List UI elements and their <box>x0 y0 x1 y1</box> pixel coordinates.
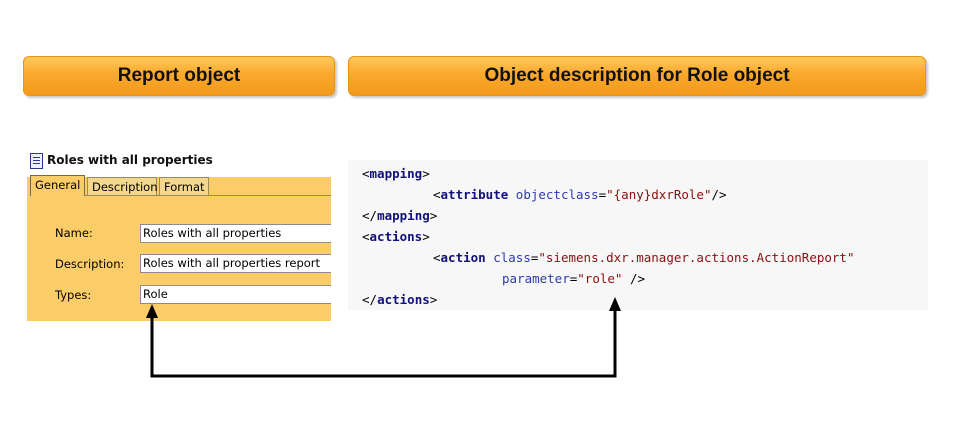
code-token: > <box>422 229 430 244</box>
tab-general[interactable]: General <box>30 175 85 196</box>
code-token: > <box>422 166 430 181</box>
code-line-2: <attribute objectclass="{any}dxrRole"/> <box>433 187 727 202</box>
code-token: actions <box>369 229 423 244</box>
report-object-panel: Roles with all properties General Descri… <box>27 148 331 321</box>
report-object-banner: Report object <box>23 56 335 96</box>
panel-titlebar: Roles with all properties <box>27 148 331 177</box>
description-label: Description: <box>55 257 125 271</box>
code-token: = <box>598 187 607 202</box>
code-token: < <box>433 250 441 265</box>
code-token: /> <box>711 187 727 202</box>
description-field[interactable]: Roles with all properties report <box>140 254 331 273</box>
code-line-7: </actions> <box>362 292 437 307</box>
code-token: "siemens.dxr.manager.actions.ActionRepor… <box>538 250 855 265</box>
code-token: /> <box>629 271 646 286</box>
connector-line <box>150 309 617 378</box>
code-line-1: <mapping> <box>362 166 430 181</box>
code-token: < <box>362 166 370 181</box>
code-line-4: <actions> <box>362 229 430 244</box>
code-token: class <box>493 250 531 265</box>
code-line-3: </mapping> <box>362 208 437 223</box>
code-token: = <box>569 271 578 286</box>
types-label: Types: <box>55 288 92 302</box>
code-token: > <box>429 292 438 307</box>
tab-format[interactable]: Format <box>159 177 209 195</box>
code-token: = <box>530 250 539 265</box>
code-token: action <box>440 250 486 265</box>
object-description-banner: Object description for Role object <box>348 56 926 96</box>
tab-divider <box>85 195 331 196</box>
left-arrowhead <box>146 304 158 318</box>
name-field[interactable]: Roles with all properties <box>140 224 331 243</box>
xml-code-block: <mapping> <attribute objectclass="{any}d… <box>348 160 928 310</box>
code-token: "role" <box>577 271 623 286</box>
code-token: attribute <box>440 187 509 202</box>
code-token: > <box>429 208 438 223</box>
code-token: < <box>362 229 370 244</box>
code-line-5: <action class="siemens.dxr.manager.actio… <box>433 250 854 265</box>
code-token: objectclass <box>515 187 599 202</box>
code-token: mapping <box>369 166 423 181</box>
code-token: </ <box>362 208 378 223</box>
name-label: Name: <box>55 226 93 240</box>
tab-description[interactable]: Description <box>87 177 158 195</box>
code-token: "{any}dxrRole" <box>606 187 712 202</box>
document-icon <box>30 153 43 169</box>
code-line-6: parameter="role" /> <box>502 271 645 286</box>
code-token: mapping <box>377 208 430 223</box>
panel-title: Roles with all properties <box>47 153 213 167</box>
types-field[interactable]: Role <box>140 285 331 304</box>
right-arrowhead <box>609 297 621 311</box>
code-token: < <box>433 187 441 202</box>
code-token: parameter <box>502 271 570 286</box>
code-token: actions <box>377 292 430 307</box>
code-token: </ <box>362 292 378 307</box>
